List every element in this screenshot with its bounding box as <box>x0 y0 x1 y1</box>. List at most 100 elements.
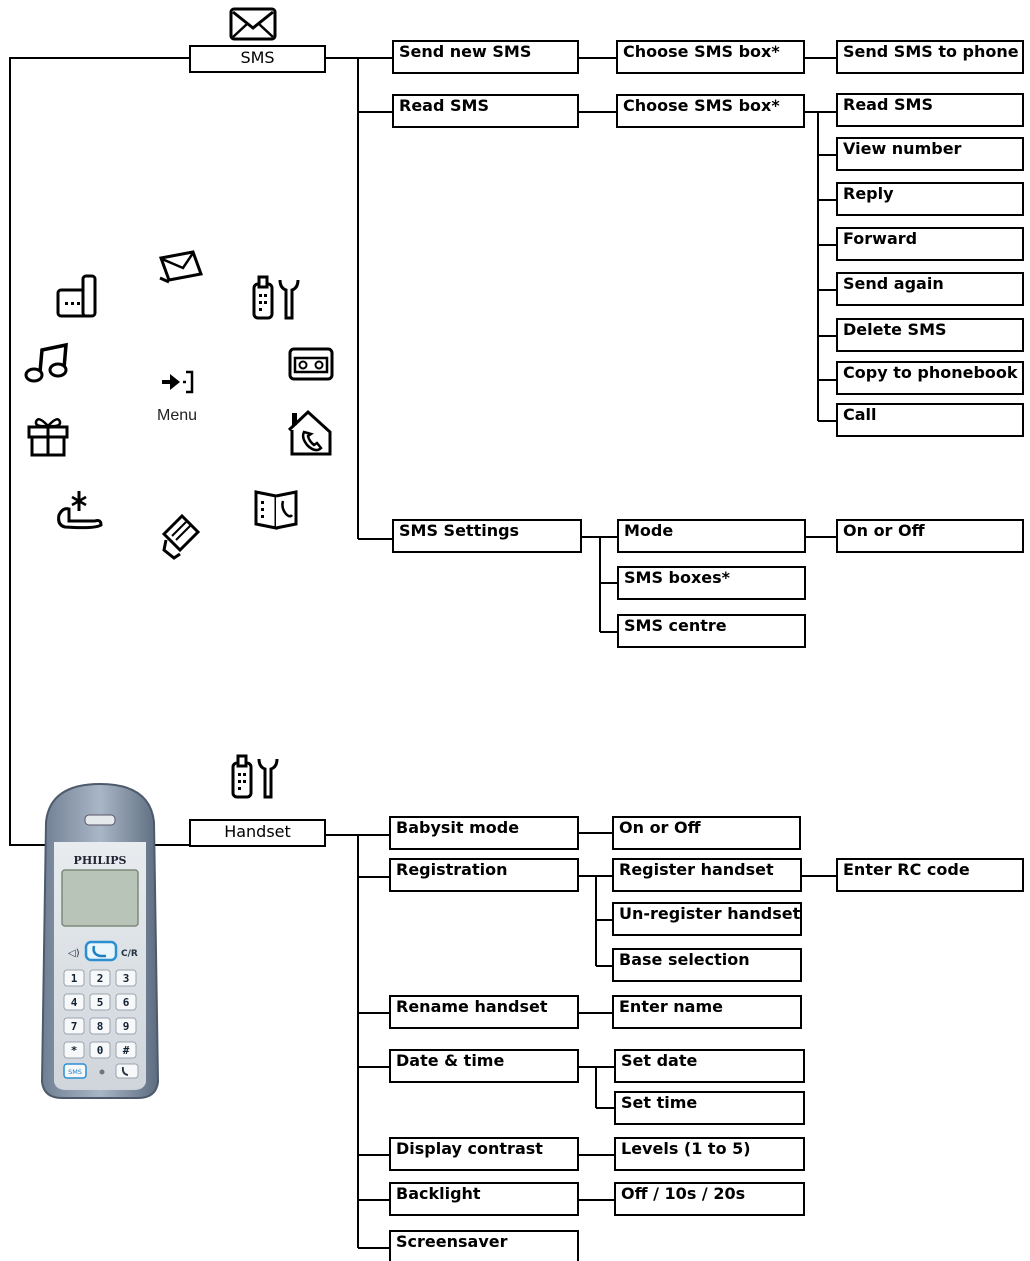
menu-backlight-label: Backlight <box>396 1184 481 1203</box>
menu-babysit-mode[interactable]: Babysit mode <box>389 816 579 850</box>
menu-choose-sms-box-send[interactable]: Choose SMS box* <box>616 40 805 74</box>
gift-box-icon <box>27 418 69 457</box>
menu-date-time[interactable]: Date & time <box>389 1049 579 1083</box>
svg-text:6: 6 <box>123 996 130 1009</box>
menu-read-sms-label: Read SMS <box>399 96 489 115</box>
menu-sms-boxes-label: SMS boxes* <box>624 568 731 587</box>
menu-enter-name[interactable]: Enter name <box>612 995 802 1029</box>
menu-base-selection[interactable]: Base selection <box>612 948 802 982</box>
menu-sms-centre[interactable]: SMS centre <box>617 614 806 648</box>
menu-enter-name-label: Enter name <box>619 997 723 1016</box>
menu-unregister-handset[interactable]: Un-register handset <box>612 902 802 936</box>
menu-babysit-mode-label: Babysit mode <box>396 818 520 837</box>
settings-tools-icon <box>252 275 300 320</box>
menu-babysit-on-off[interactable]: On or Off <box>612 816 801 850</box>
menu-screensaver[interactable]: Screensaver <box>389 1230 579 1261</box>
menu-set-date-label: Set date <box>621 1051 698 1070</box>
menu-backlight-options-label: Off / 10s / 20s <box>621 1184 746 1203</box>
base-station-icon <box>56 274 97 318</box>
menu-base-selection-label: Base selection <box>619 950 750 969</box>
menu-option-read-sms[interactable]: Read SMS <box>836 93 1024 127</box>
sms-root-label: SMS <box>240 48 275 67</box>
menu-display-contrast-label: Display contrast <box>396 1139 543 1158</box>
menu-option-send-again[interactable]: Send again <box>836 272 1024 306</box>
handset-root-label: Handset <box>224 822 291 841</box>
menu-set-time[interactable]: Set time <box>614 1091 805 1125</box>
svg-text:3: 3 <box>123 972 130 985</box>
menu-center-label: Menu <box>157 407 198 424</box>
menu-rename-handset[interactable]: Rename handset <box>389 995 579 1029</box>
menu-choose-sms-box-read-label: Choose SMS box* <box>623 96 780 115</box>
menu-enter-rc-code[interactable]: Enter RC code <box>836 858 1024 892</box>
envelope-icon <box>229 7 277 41</box>
menu-display-contrast[interactable]: Display contrast <box>389 1137 579 1171</box>
menu-backlight[interactable]: Backlight <box>389 1182 579 1216</box>
phonebook-icon <box>254 490 298 530</box>
phone-clear-key: C/R <box>121 949 138 959</box>
svg-text:8: 8 <box>97 1020 104 1033</box>
menu-read-sms[interactable]: Read SMS <box>392 94 579 128</box>
svg-text:*: * <box>71 1044 78 1057</box>
sms-root-box: SMS <box>189 45 326 73</box>
handset-root-box: Handset <box>189 819 326 847</box>
svg-text:7: 7 <box>71 1020 78 1033</box>
menu-option-reply[interactable]: Reply <box>836 182 1024 216</box>
menu-arrow-icon <box>162 370 194 394</box>
menu-register-handset-label: Register handset <box>619 860 774 879</box>
menu-sms-centre-label: SMS centre <box>624 616 727 635</box>
svg-text:◁): ◁) <box>68 948 80 959</box>
menu-option-send-again-label: Send again <box>843 274 944 293</box>
menu-option-delete-sms[interactable]: Delete SMS <box>836 318 1024 352</box>
envelope-icon <box>158 250 204 284</box>
menu-register-handset[interactable]: Register handset <box>612 858 802 892</box>
menu-option-call-label: Call <box>843 405 877 424</box>
menu-option-view-number-label: View number <box>843 139 962 158</box>
svg-text:2: 2 <box>97 972 104 985</box>
menu-sms-mode[interactable]: Mode <box>617 519 806 553</box>
menu-option-read-sms-label: Read SMS <box>843 95 933 114</box>
menu-babysit-on-off-label: On or Off <box>619 818 701 837</box>
menu-option-copy-to-phonebook[interactable]: Copy to phonebook <box>836 361 1024 395</box>
menu-send-sms-to-phone[interactable]: Send SMS to phone <box>836 40 1024 74</box>
svg-text:4: 4 <box>71 996 78 1009</box>
menu-enter-rc-code-label: Enter RC code <box>843 860 970 879</box>
menu-registration-label: Registration <box>396 860 508 879</box>
menu-sms-mode-label: Mode <box>624 521 674 540</box>
menu-send-new-sms[interactable]: Send new SMS <box>392 40 579 74</box>
menu-option-reply-label: Reply <box>843 184 894 203</box>
menu-registration[interactable]: Registration <box>389 858 579 892</box>
menu-contrast-levels[interactable]: Levels (1 to 5) <box>614 1137 805 1171</box>
menu-choose-sms-box-send-label: Choose SMS box* <box>623 42 780 61</box>
menu-send-sms-to-phone-label: Send SMS to phone <box>843 42 1019 61</box>
menu-set-time-label: Set time <box>621 1093 698 1112</box>
menu-sms-mode-on-off[interactable]: On or Off <box>836 519 1024 553</box>
phone-brand-label: PHILIPS <box>74 854 127 867</box>
svg-text:1: 1 <box>71 972 78 985</box>
network-antenna-icon <box>57 491 103 530</box>
menu-option-call[interactable]: Call <box>836 403 1024 437</box>
svg-text:0: 0 <box>97 1044 104 1057</box>
menu-sms-boxes[interactable]: SMS boxes* <box>617 566 806 600</box>
settings-tools-icon <box>231 754 279 799</box>
menu-unregister-handset-label: Un-register handset <box>619 904 801 923</box>
menu-option-copy-to-phonebook-label: Copy to phonebook <box>843 363 1018 382</box>
menu-rename-handset-label: Rename handset <box>396 997 548 1016</box>
menu-backlight-options[interactable]: Off / 10s / 20s <box>614 1182 805 1216</box>
menu-choose-sms-box-read[interactable]: Choose SMS box* <box>616 94 805 128</box>
menu-sms-settings-label: SMS Settings <box>399 521 520 540</box>
menu-contrast-levels-label: Levels (1 to 5) <box>621 1139 751 1158</box>
menu-option-forward[interactable]: Forward <box>836 227 1024 261</box>
handset-pencil-icon <box>161 513 201 560</box>
svg-text:#: # <box>123 1044 130 1057</box>
music-note-icon <box>24 342 68 383</box>
menu-option-view-number[interactable]: View number <box>836 137 1024 171</box>
menu-sms-settings[interactable]: SMS Settings <box>392 519 582 553</box>
svg-text:9: 9 <box>123 1020 130 1033</box>
menu-send-new-sms-label: Send new SMS <box>399 42 532 61</box>
phone-sms-key: SMS <box>68 1068 82 1076</box>
menu-sms-mode-on-off-label: On or Off <box>843 521 925 540</box>
menu-screensaver-label: Screensaver <box>396 1232 508 1251</box>
menu-set-date[interactable]: Set date <box>614 1049 805 1083</box>
menu-option-forward-label: Forward <box>843 229 918 248</box>
